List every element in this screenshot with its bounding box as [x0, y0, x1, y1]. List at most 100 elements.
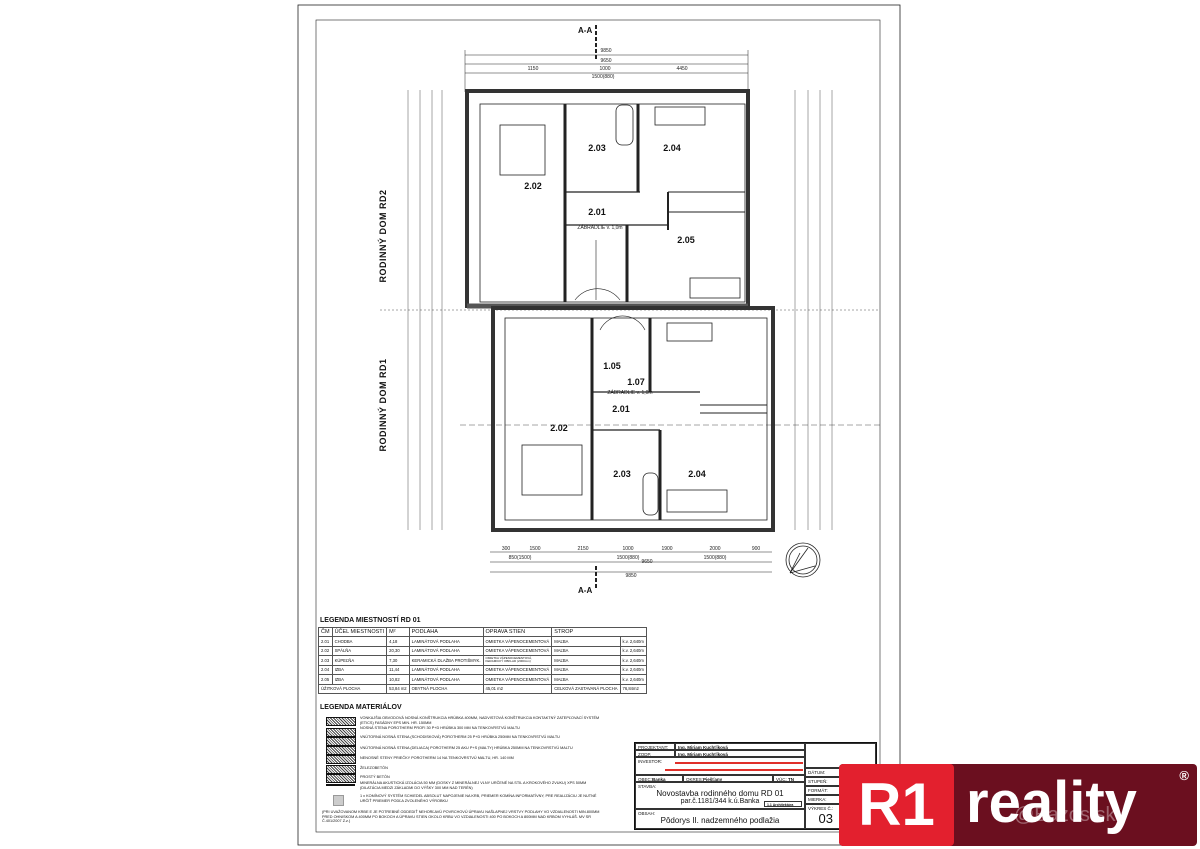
col-header: ČM [318, 627, 333, 637]
material-swatch [326, 737, 356, 746]
dim-sub: 9650 [641, 559, 653, 565]
house-rd1 [491, 306, 775, 532]
col-header: OPRAVA STIEN [482, 627, 553, 637]
cell: LAMINÁTOVÁ PODLAHA [408, 674, 484, 685]
cell: MAĽBA [551, 664, 621, 675]
material-item: NENOSNÉ STENY PRIEČKY POROTHERM 14 NA TE… [360, 756, 514, 760]
parcel: par.č.1181/344 k.ú.Banka [680, 798, 760, 805]
cell: KERAMICKÁ DLAŽBA PROTIŠMYK. [408, 655, 484, 666]
cell: MAĽBA [551, 655, 621, 666]
room-label: 1.07 [627, 377, 645, 387]
table-header: ČM ÚČEL MIESTNOSTI M² PODLAHA OPRAVA STI… [318, 627, 647, 637]
cell: OMIETKA VÁPENOCEMENTOVÁ, KERAMICKÝ OBKLA… [482, 655, 553, 666]
cell: k.v. 2,640m [619, 645, 647, 656]
cell: k.v. 2,640m [619, 664, 647, 675]
cell: 2.03 [318, 655, 333, 666]
room-label: 1.05 [603, 361, 621, 371]
north-arrow-icon [785, 542, 821, 578]
col-header: PODLAHA [408, 627, 484, 637]
material-item: PROSTÝ BETÓN [360, 775, 390, 779]
cell: 20,30 [386, 645, 410, 656]
cell: 2.02 [318, 645, 333, 656]
table-footer: ÚŽITKOVÁ PLOCHA 53,84 m2 OBYTNÁ PLOCHA 4… [317, 683, 647, 694]
cell: KÚPEĽŇA [331, 655, 388, 666]
redaction-mark [665, 769, 803, 771]
col-header: M² [386, 627, 410, 637]
cell: OMIETKA VÁPENOCEMENTOVÁ [482, 674, 553, 685]
material-item: MINERÁLNA AKUSTICKÁ IZOLÁCIA 50 MM (DOSK… [360, 781, 587, 790]
sheet-border [297, 4, 901, 846]
material-swatch [326, 746, 356, 755]
redaction-mark [675, 762, 803, 764]
dim-seg: 2000 [709, 546, 721, 552]
fireplace-note: (PRI UVAŽOVANOM KRBE E JE POTREBNÉ ODDED… [322, 810, 600, 824]
section-mark-top: A-A [578, 26, 593, 35]
material-item: VNÚTORNÁ NOSNÁ STENA (DELIACA) POROTHERM… [360, 746, 573, 750]
cell: LAMINÁTOVÁ PODLAHA [408, 664, 484, 675]
dimension-lines-top [464, 25, 749, 92]
cell: ÚŽITKOVÁ PLOCHA [317, 683, 388, 694]
chimney-icon [333, 795, 344, 806]
cell: LAMINÁTOVÁ PODLAHA [408, 636, 484, 647]
label-house-rd2: RODINNÝ DOM RD2 [378, 189, 388, 283]
registered-mark: ® [1179, 768, 1189, 783]
material-item: ŽELEZOBETÓN [360, 766, 388, 770]
material-swatch [326, 774, 356, 783]
label: VÚC: [776, 777, 787, 782]
room-label: 2.04 [663, 143, 681, 153]
dim-seg: 900 [751, 546, 761, 552]
dim-seg: 1000 [622, 546, 634, 552]
cell: CHODBA [331, 636, 388, 647]
stair-note: ZÁBRADLIE v. 1,0m [577, 225, 623, 231]
cell: 2.04 [318, 664, 333, 675]
designer: Ing. Miriam Kuchťíková [675, 743, 805, 750]
cell: k.v. 2,640m [619, 674, 647, 685]
dim-seg: 1500 [529, 546, 541, 552]
room-label: 2.03 [613, 469, 631, 479]
dim-seg: 2150 [577, 546, 589, 552]
material-legend-title: LEGENDA MATERIÁLOV [320, 704, 402, 711]
inner-frame [315, 19, 881, 833]
cell: k.v. 2,640m [619, 655, 647, 666]
region: TN [788, 777, 795, 782]
dim-sub: 1500(880) [703, 555, 727, 561]
cell: IZBA [331, 674, 388, 685]
label: VÝKRES Č.: [808, 806, 834, 811]
cell: IZBA [331, 664, 388, 675]
dimension-lines-bottom [490, 551, 772, 590]
material-swatch [326, 717, 356, 726]
r1-reality-logo: R1 reality ® @Bazos.sk [839, 764, 1197, 846]
dim-overall-top: 9850 [600, 48, 612, 54]
cell: 10,82 [386, 674, 410, 685]
cell: OMIETKA VÁPENOCEMENTOVÁ [482, 636, 553, 647]
material-swatch [326, 728, 356, 737]
drawing-number: 03 [818, 811, 833, 826]
material-item: VNÚTORNÁ NOSNÁ STENA (SCHODISKOVÁ) POROT… [360, 735, 560, 739]
cell: MAĽBA [551, 674, 621, 685]
dim-seg: 1150 [527, 66, 539, 72]
dim-seg: 300 [501, 546, 511, 552]
district: Piešťany [703, 777, 723, 782]
dim-seg: 1000 [599, 66, 611, 72]
cell: CELKOVÁ ZASTAVANÁ PLOCHA [551, 683, 621, 694]
room-label: 2.05 [677, 235, 695, 245]
logo-reality: reality [966, 770, 1137, 835]
label: OBSAH: [638, 811, 656, 816]
material-item: 1 x KOMÍNOVÝ SYSTÉM SCHIEDEL ABSOLUT NAP… [360, 794, 597, 803]
municipality: Banka [652, 777, 666, 782]
cell: MAĽBA [551, 636, 621, 647]
cell: 11,44 [386, 664, 410, 675]
project-name: Novostavba rodinného domu RD 01 [656, 789, 784, 798]
col-header: STROP [551, 627, 647, 637]
watermark: @Bazos.sk [1014, 804, 1116, 826]
cell: 7,30 [386, 655, 410, 666]
cell: OMIETKA VÁPENOCEMENTOVÁ [482, 664, 553, 675]
room-legend-title: LEGENDA MIESTNOSTÍ RD 01 [320, 617, 421, 624]
dim-overall-bottom: 9850 [625, 573, 637, 579]
cell: LAMINÁTOVÁ PODLAHA [408, 645, 484, 656]
cell: 2.05 [318, 674, 333, 685]
cell: 2.01 [318, 636, 333, 647]
